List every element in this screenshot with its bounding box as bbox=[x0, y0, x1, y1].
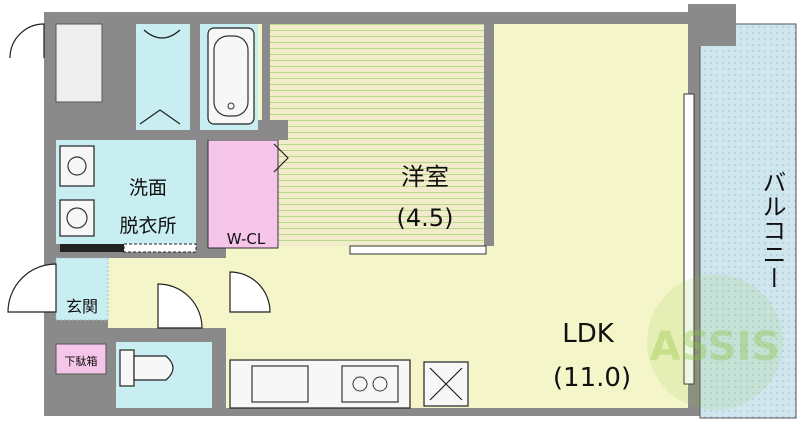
shoe-box bbox=[55, 343, 107, 375]
western-room-size: (4.5) bbox=[397, 204, 454, 232]
shoe-box-label: 下駄箱 bbox=[65, 354, 98, 368]
ldk-door-icon bbox=[229, 271, 271, 313]
entrance-door-icon bbox=[7, 263, 57, 313]
balcony-floor bbox=[699, 23, 797, 419]
bathtub bbox=[207, 27, 255, 125]
washroom-label-line2: 脱衣所 bbox=[119, 215, 176, 237]
western-room-sliding-door bbox=[349, 245, 487, 255]
toilet-door-icon bbox=[157, 283, 203, 329]
ldk-size: (11.0) bbox=[553, 363, 631, 393]
western-room-floor bbox=[270, 24, 484, 246]
stove-icon bbox=[341, 365, 399, 403]
shower-icon bbox=[143, 29, 181, 39]
kitchen-sink-icon bbox=[251, 365, 309, 403]
burner-icon bbox=[372, 376, 388, 392]
watermark-text: ASSIS bbox=[650, 324, 780, 370]
watermark-circle bbox=[647, 274, 783, 410]
range-hood-x-icon bbox=[429, 367, 463, 401]
bathtub-inner bbox=[213, 35, 249, 117]
ldk-label: LDK bbox=[562, 319, 615, 349]
drain-icon bbox=[227, 102, 235, 110]
closet-folding-door-icon bbox=[273, 143, 289, 173]
toilet-tank bbox=[119, 349, 135, 387]
washing-machine-icon bbox=[66, 207, 88, 229]
western-room-wall-right bbox=[484, 24, 494, 246]
western-room-label: 洋室 bbox=[401, 163, 449, 191]
washroom-label: 洗面 bbox=[129, 177, 167, 199]
washroom-sliding-door bbox=[123, 243, 197, 253]
entrance-floor bbox=[56, 258, 108, 320]
bath-door-icon bbox=[139, 109, 181, 125]
washbasin bbox=[59, 145, 95, 187]
sink-icon bbox=[67, 156, 87, 176]
washing-machine-space bbox=[59, 199, 95, 237]
balcony-window bbox=[683, 93, 695, 385]
bathroom-partition bbox=[190, 24, 200, 130]
burner-icon bbox=[352, 376, 368, 392]
kitchen-counter bbox=[229, 359, 411, 409]
entrance-label: 玄関 bbox=[66, 297, 98, 316]
closet-label: W-CL bbox=[227, 230, 266, 248]
closet-floor bbox=[207, 139, 279, 249]
closet-door-icon bbox=[9, 23, 45, 59]
balcony-label: バルコニー bbox=[758, 170, 786, 290]
western-room-wall-left bbox=[262, 24, 270, 120]
pipe-space bbox=[688, 4, 736, 46]
storage-closet bbox=[55, 23, 103, 103]
toilet-icon bbox=[133, 355, 174, 381]
